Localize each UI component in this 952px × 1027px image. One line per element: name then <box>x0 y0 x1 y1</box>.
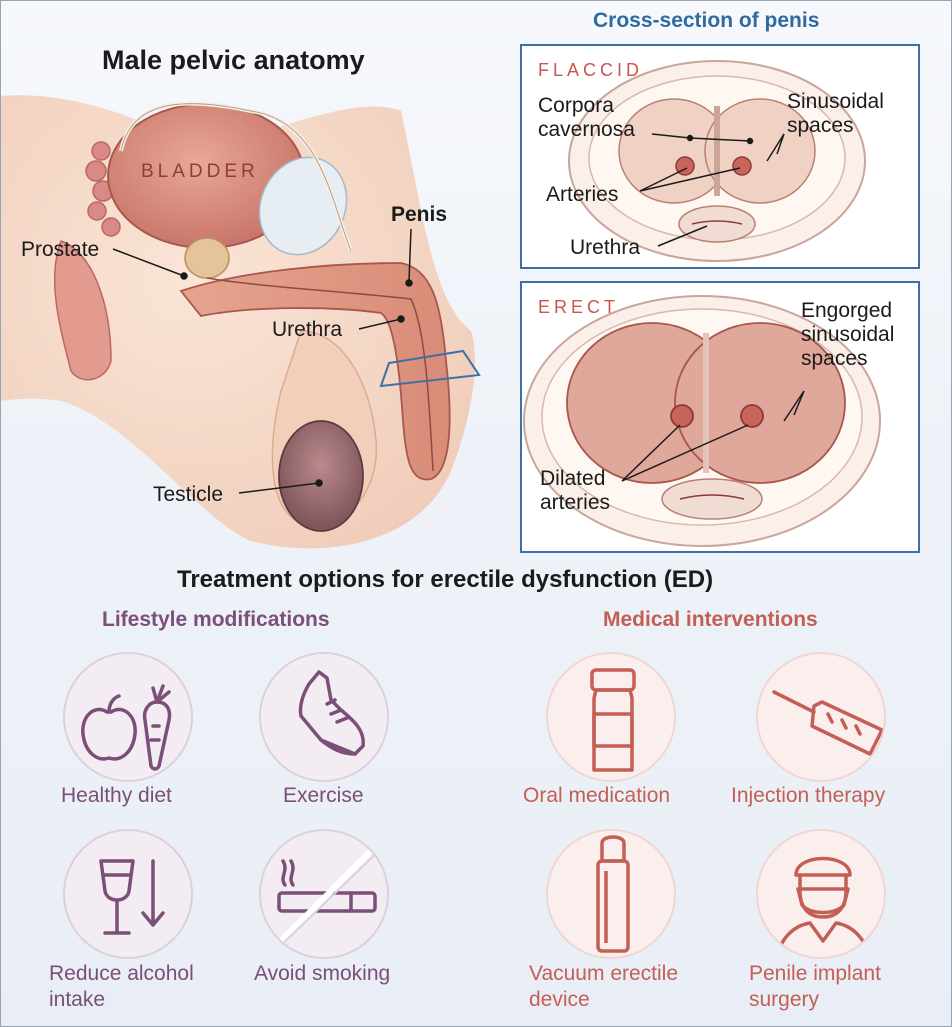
bladder-label: BLADDER <box>141 161 259 182</box>
arteries-label: Arteries <box>546 183 619 206</box>
sneaker-icon <box>298 670 365 756</box>
exercise-circle <box>259 652 389 782</box>
reduce-alcohol-circle <box>63 829 193 959</box>
injection-therapy-circle <box>756 652 886 782</box>
surgeon-icon <box>776 856 870 957</box>
testicle-shape <box>278 420 364 532</box>
avoid-smoking-caption: Avoid smoking <box>254 962 391 985</box>
avoid-smoking-circle <box>259 829 389 959</box>
reduce-alcohol-caption: Reduce alcohol intake <box>49 962 194 1012</box>
pelvic-anatomy-illustration <box>1 95 481 549</box>
erect-panel: ERECT Engorged sinusoidal spaces Dilated… <box>520 281 920 553</box>
engorged-sinusoidal-spaces-label: Engorged sinusoidal spaces <box>801 299 895 371</box>
prostate-label: Prostate <box>21 238 100 261</box>
healthy-diet-circle <box>63 652 193 782</box>
vacuum-tube-icon <box>596 835 630 953</box>
apple-carrot-icon <box>81 684 172 771</box>
penis-label: Penis <box>391 203 448 226</box>
syringe-icon <box>772 690 884 756</box>
healthy-diet-caption: Healthy diet <box>61 784 172 807</box>
vacuum-device-circle <box>546 829 676 959</box>
erect-cross-section <box>523 295 881 547</box>
dilated-arteries-label: Dilated arteries <box>540 467 611 515</box>
erect-label: ERECT <box>538 297 620 317</box>
pill-bottle-icon <box>590 668 636 772</box>
medical-heading: Medical interventions <box>603 608 818 631</box>
no-cigarette-icon <box>268 838 386 954</box>
anatomy-title: Male pelvic anatomy <box>102 45 365 75</box>
cross-section-marker <box>379 349 481 388</box>
treatment-title: Treatment options for erectile dysfuncti… <box>177 566 714 593</box>
oral-medication-caption: Oral medication <box>523 784 671 807</box>
penis-shape <box>179 262 451 481</box>
flaccid-panel: FLACCID Corpora cavernosa Sinusoidal spa… <box>520 44 920 269</box>
lifestyle-heading: Lifestyle modifications <box>102 608 330 631</box>
testicle-label: Testicle <box>153 483 224 506</box>
flaccid-cross-section <box>568 60 866 262</box>
flaccid-label: FLACCID <box>538 60 644 80</box>
urethra-label: Urethra <box>272 318 343 341</box>
prostate-shape <box>184 237 230 279</box>
intestine-coils <box>85 141 121 237</box>
flaccid-urethra-label: Urethra <box>570 236 641 259</box>
exercise-caption: Exercise <box>283 784 364 807</box>
cross-section-title: Cross-section of penis <box>593 9 820 32</box>
sinusoidal-spaces-label: Sinusoidal spaces <box>787 90 884 138</box>
vacuum-device-caption: Vacuum erectile device <box>529 962 679 1012</box>
injection-therapy-caption: Injection therapy <box>731 784 886 807</box>
oral-medication-circle <box>546 652 676 782</box>
penile-implant-circle <box>756 829 886 959</box>
wine-glass-down-arrow-icon <box>99 859 165 935</box>
penile-implant-caption: Penile implant surgery <box>749 962 881 1012</box>
corpora-cavernosa-label: Corpora cavernosa <box>538 94 635 142</box>
